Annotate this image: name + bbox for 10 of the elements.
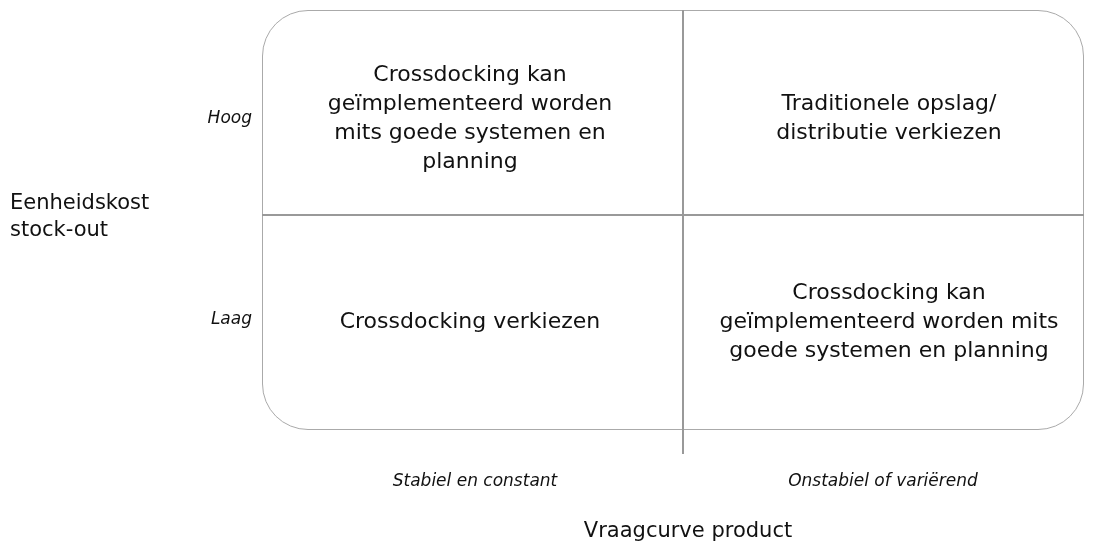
quadrant-text: Crossdocking verkiezen	[339, 307, 601, 335]
axis-title: Vraagcurve product	[582, 517, 794, 544]
axis-tick-label: Onstabiel of variërend	[787, 470, 979, 490]
axis-title: Eenheidskost stock-out	[10, 189, 151, 243]
axis-tick-label: Laag	[210, 308, 252, 328]
axis-tick-label: Hoog	[207, 107, 252, 127]
quadrant-text: Crossdocking kan geïmplementeerd worden mits goede systemen en planning	[326, 59, 614, 175]
axis-tick-label: Stabiel en constant	[391, 470, 559, 490]
quadrant-text: Crossdocking kan geïmplementeerd worden mits goede systemen en planning	[718, 278, 1060, 364]
quadrant-text: Traditionele opslag/ distributie verkiezen	[775, 88, 1003, 146]
